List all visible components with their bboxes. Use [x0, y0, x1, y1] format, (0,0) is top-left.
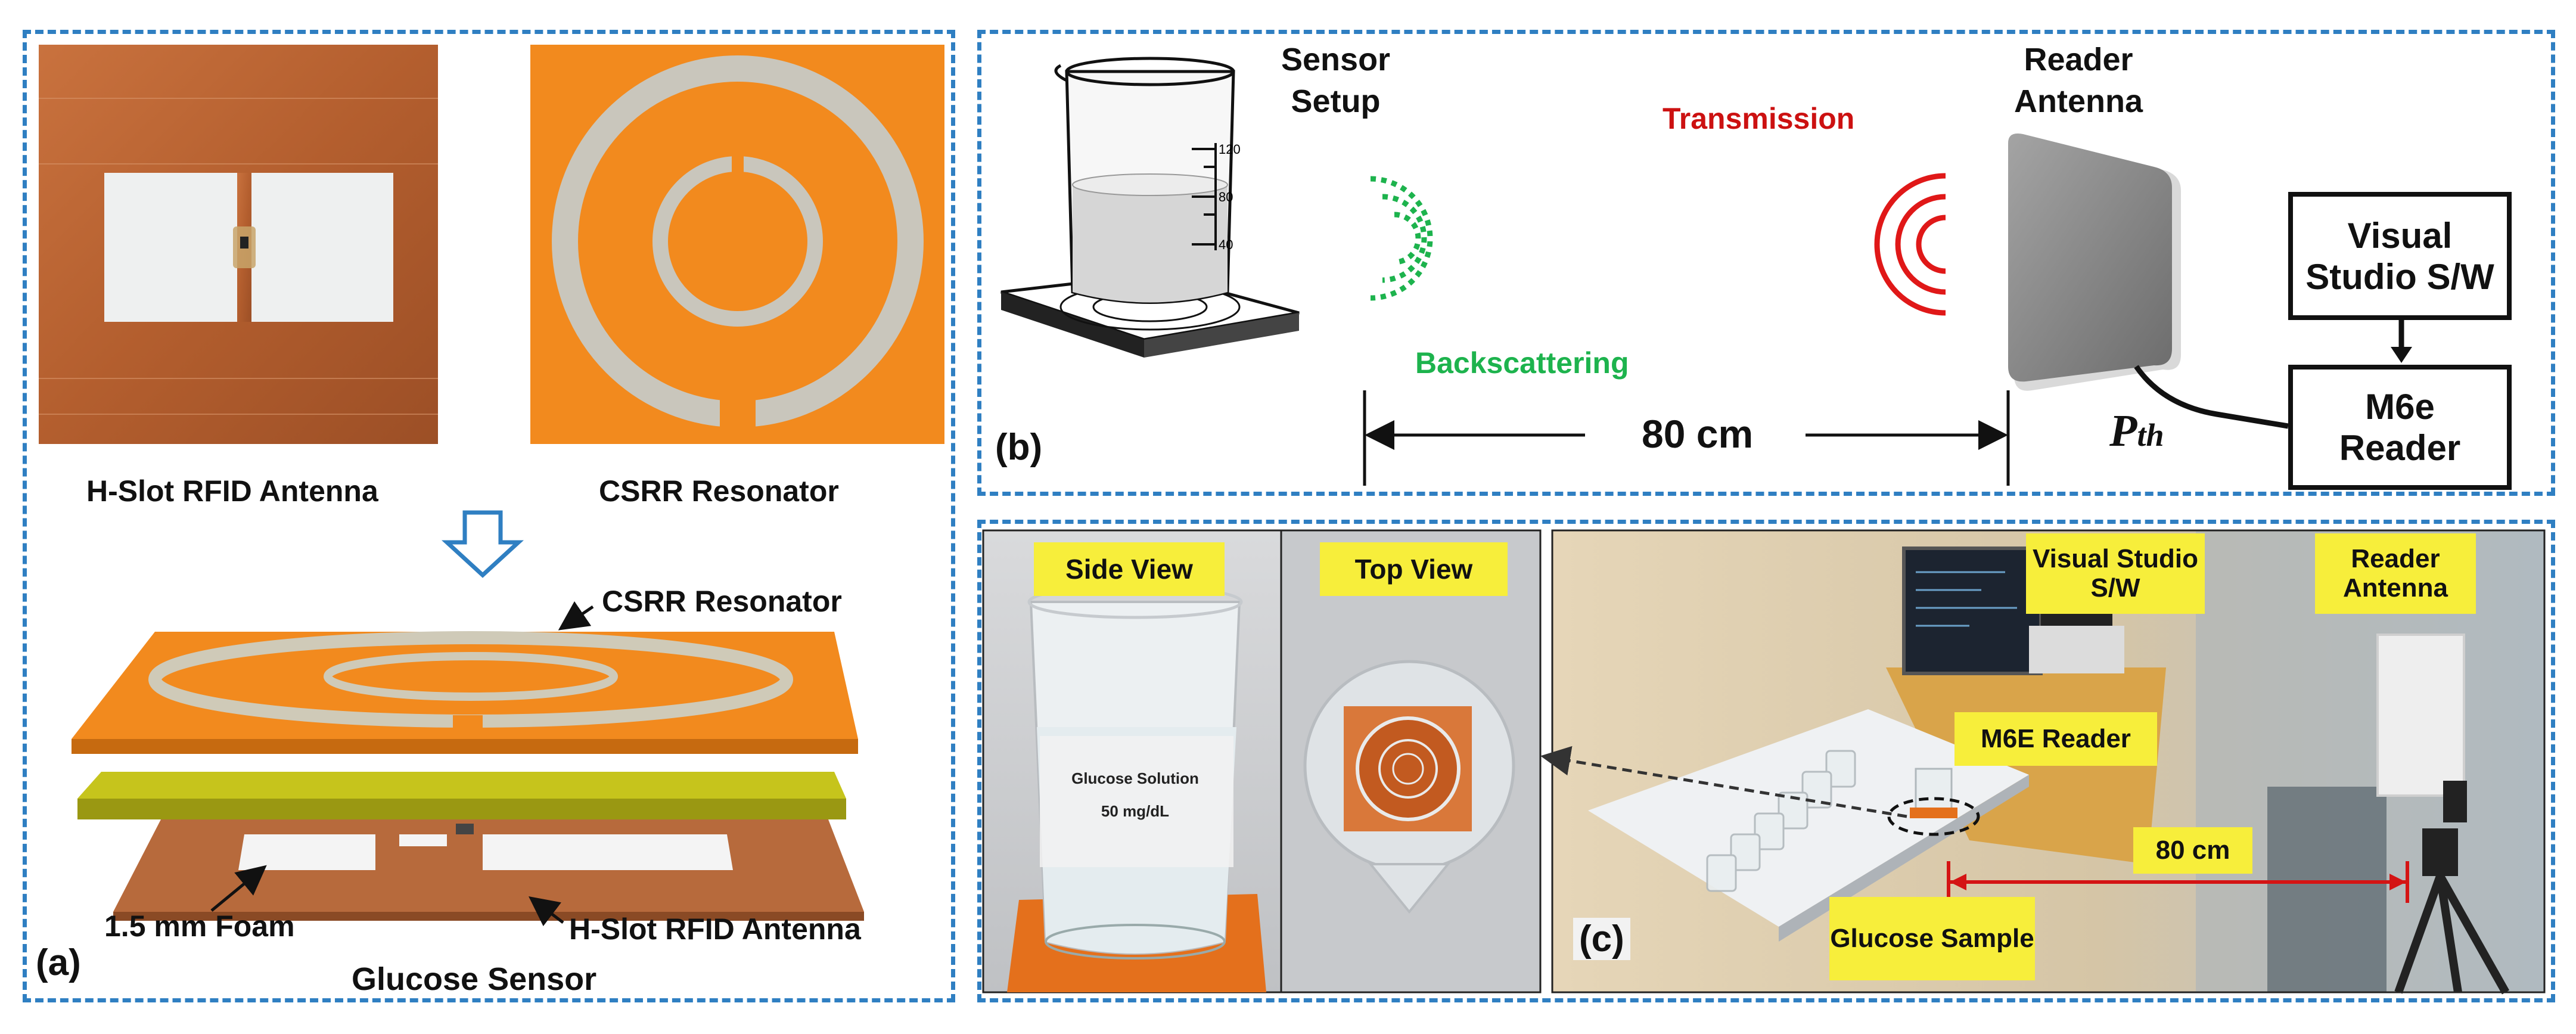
solution-label-line1: Glucose Solution	[1071, 769, 1199, 787]
software-label-c: Visual Studio S/W	[2026, 533, 2205, 614]
beaker-sensor-illustration: 120 80 40	[1000, 57, 1300, 358]
glucose-sample-label: Glucose Sample	[1829, 897, 2035, 980]
distance-arrow-c	[1947, 861, 2409, 903]
m6e-reader-label-c: M6E Reader	[1954, 712, 2157, 766]
stack-pointer-arrows	[210, 601, 594, 927]
foam-label: 1.5 mm Foam	[104, 909, 295, 943]
backscattering-label: Backscattering	[1415, 346, 1629, 380]
sample-callout-line	[1540, 746, 1907, 818]
side-view-photo: Glucose Solution 50 mg/dL	[982, 529, 1282, 993]
solution-label-line2: 50 mg/dL	[1101, 802, 1169, 820]
panel-a-tag: (a)	[36, 942, 81, 983]
panel-c-tag: (c)	[1573, 918, 1630, 960]
software-box: Visual Studio S/W	[2288, 192, 2512, 320]
panel-b-tag: (b)	[995, 427, 1043, 468]
stack-caption: Glucose Sensor	[352, 961, 597, 997]
backscatter-waves-icon	[1370, 176, 1433, 301]
panel-a	[23, 30, 955, 1002]
transmission-label: Transmission	[1663, 102, 1855, 135]
side-view-label: Side View	[1034, 542, 1225, 596]
csrr-resonator-caption: CSRR Resonator	[599, 474, 839, 508]
distance-arrow	[1363, 390, 2010, 486]
beaker-tick-40: 40	[1219, 237, 1233, 252]
reader-cable	[2134, 365, 2289, 429]
reader-antenna-illustration	[2008, 133, 2181, 391]
h-slot-antenna-caption: H-Slot RFID Antenna	[86, 474, 378, 508]
top-view-photo	[1280, 529, 1542, 993]
stack-top-label: CSRR Resonator	[602, 585, 842, 618]
pth-label: Pth	[2109, 406, 2164, 456]
sensor-stack-illustration	[72, 631, 864, 921]
down-arrow-icon	[442, 510, 524, 578]
distance-label-b: 80 cm	[1642, 412, 1754, 456]
top-view-label: Top View	[1320, 542, 1508, 596]
transmission-waves-icon	[1874, 173, 1946, 316]
distance-label-c: 80 cm	[2133, 827, 2252, 874]
panel-c	[977, 520, 2555, 1002]
beaker-tick-80: 80	[1219, 190, 1233, 204]
panel-b	[977, 30, 2555, 496]
h-slot-antenna-photo	[39, 45, 438, 444]
reader-antenna-label-c: Reader Antenna	[2315, 533, 2476, 614]
csrr-resonator-photo	[530, 45, 944, 444]
lab-setup-photo	[1551, 529, 2546, 995]
beaker-tick-120: 120	[1219, 142, 1241, 157]
stack-bottom-label: H-Slot RFID Antenna	[569, 912, 861, 946]
software-to-reader-arrow	[2391, 320, 2412, 363]
